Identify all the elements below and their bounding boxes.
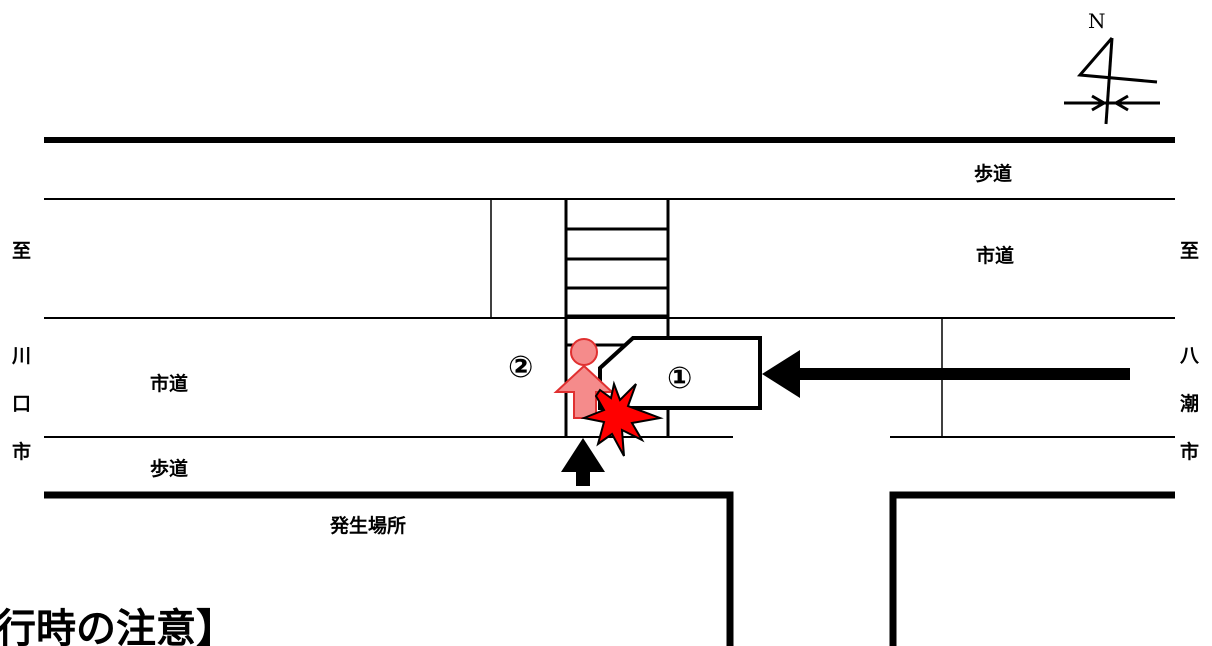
vehicle-direction-arrow-icon xyxy=(762,350,1130,398)
pedestrian-party-label: ② xyxy=(508,350,533,385)
right-destination-char: 市 xyxy=(1180,440,1199,463)
right-destination-char: 八 xyxy=(1180,345,1200,367)
vehicle-icon xyxy=(598,336,762,410)
right-destination-char: 至 xyxy=(1180,240,1199,262)
pedestrian-icon xyxy=(553,338,615,419)
vehicle-party-label: ① xyxy=(667,361,692,396)
left-destination-char: 市 xyxy=(12,440,31,463)
pedestrian-direction-arrow-icon xyxy=(561,438,605,486)
sidewalk-label-bottom: 歩道 xyxy=(150,457,188,480)
south-boundary-left xyxy=(44,491,734,646)
north-arrow-icon xyxy=(1064,37,1160,125)
vehicle: ① xyxy=(598,336,762,410)
north-label: N xyxy=(1088,9,1106,33)
labels: 歩道 市道 市道 歩道 発生場所 至 川 口 市 至 八 潮 市 xyxy=(11,162,1200,537)
left-destination-char: 川 xyxy=(11,345,31,367)
road-lines xyxy=(44,137,1175,646)
road-label-upper-right: 市道 xyxy=(976,244,1014,267)
left-destination-char: 口 xyxy=(12,393,31,415)
north-compass: N xyxy=(1064,9,1160,125)
sidewalk-label-top: 歩道 xyxy=(974,162,1012,185)
right-destination-char: 潮 xyxy=(1180,393,1199,415)
pedestrian: ② xyxy=(508,338,615,419)
location-label: 発生場所 xyxy=(329,514,406,537)
left-destination-char: 至 xyxy=(12,240,31,262)
road-label-main: 市道 xyxy=(150,372,188,395)
section-heading: 行時の注意】 xyxy=(0,605,236,646)
south-boundary-right xyxy=(889,491,1175,646)
impact-burst-icon xyxy=(580,380,664,457)
